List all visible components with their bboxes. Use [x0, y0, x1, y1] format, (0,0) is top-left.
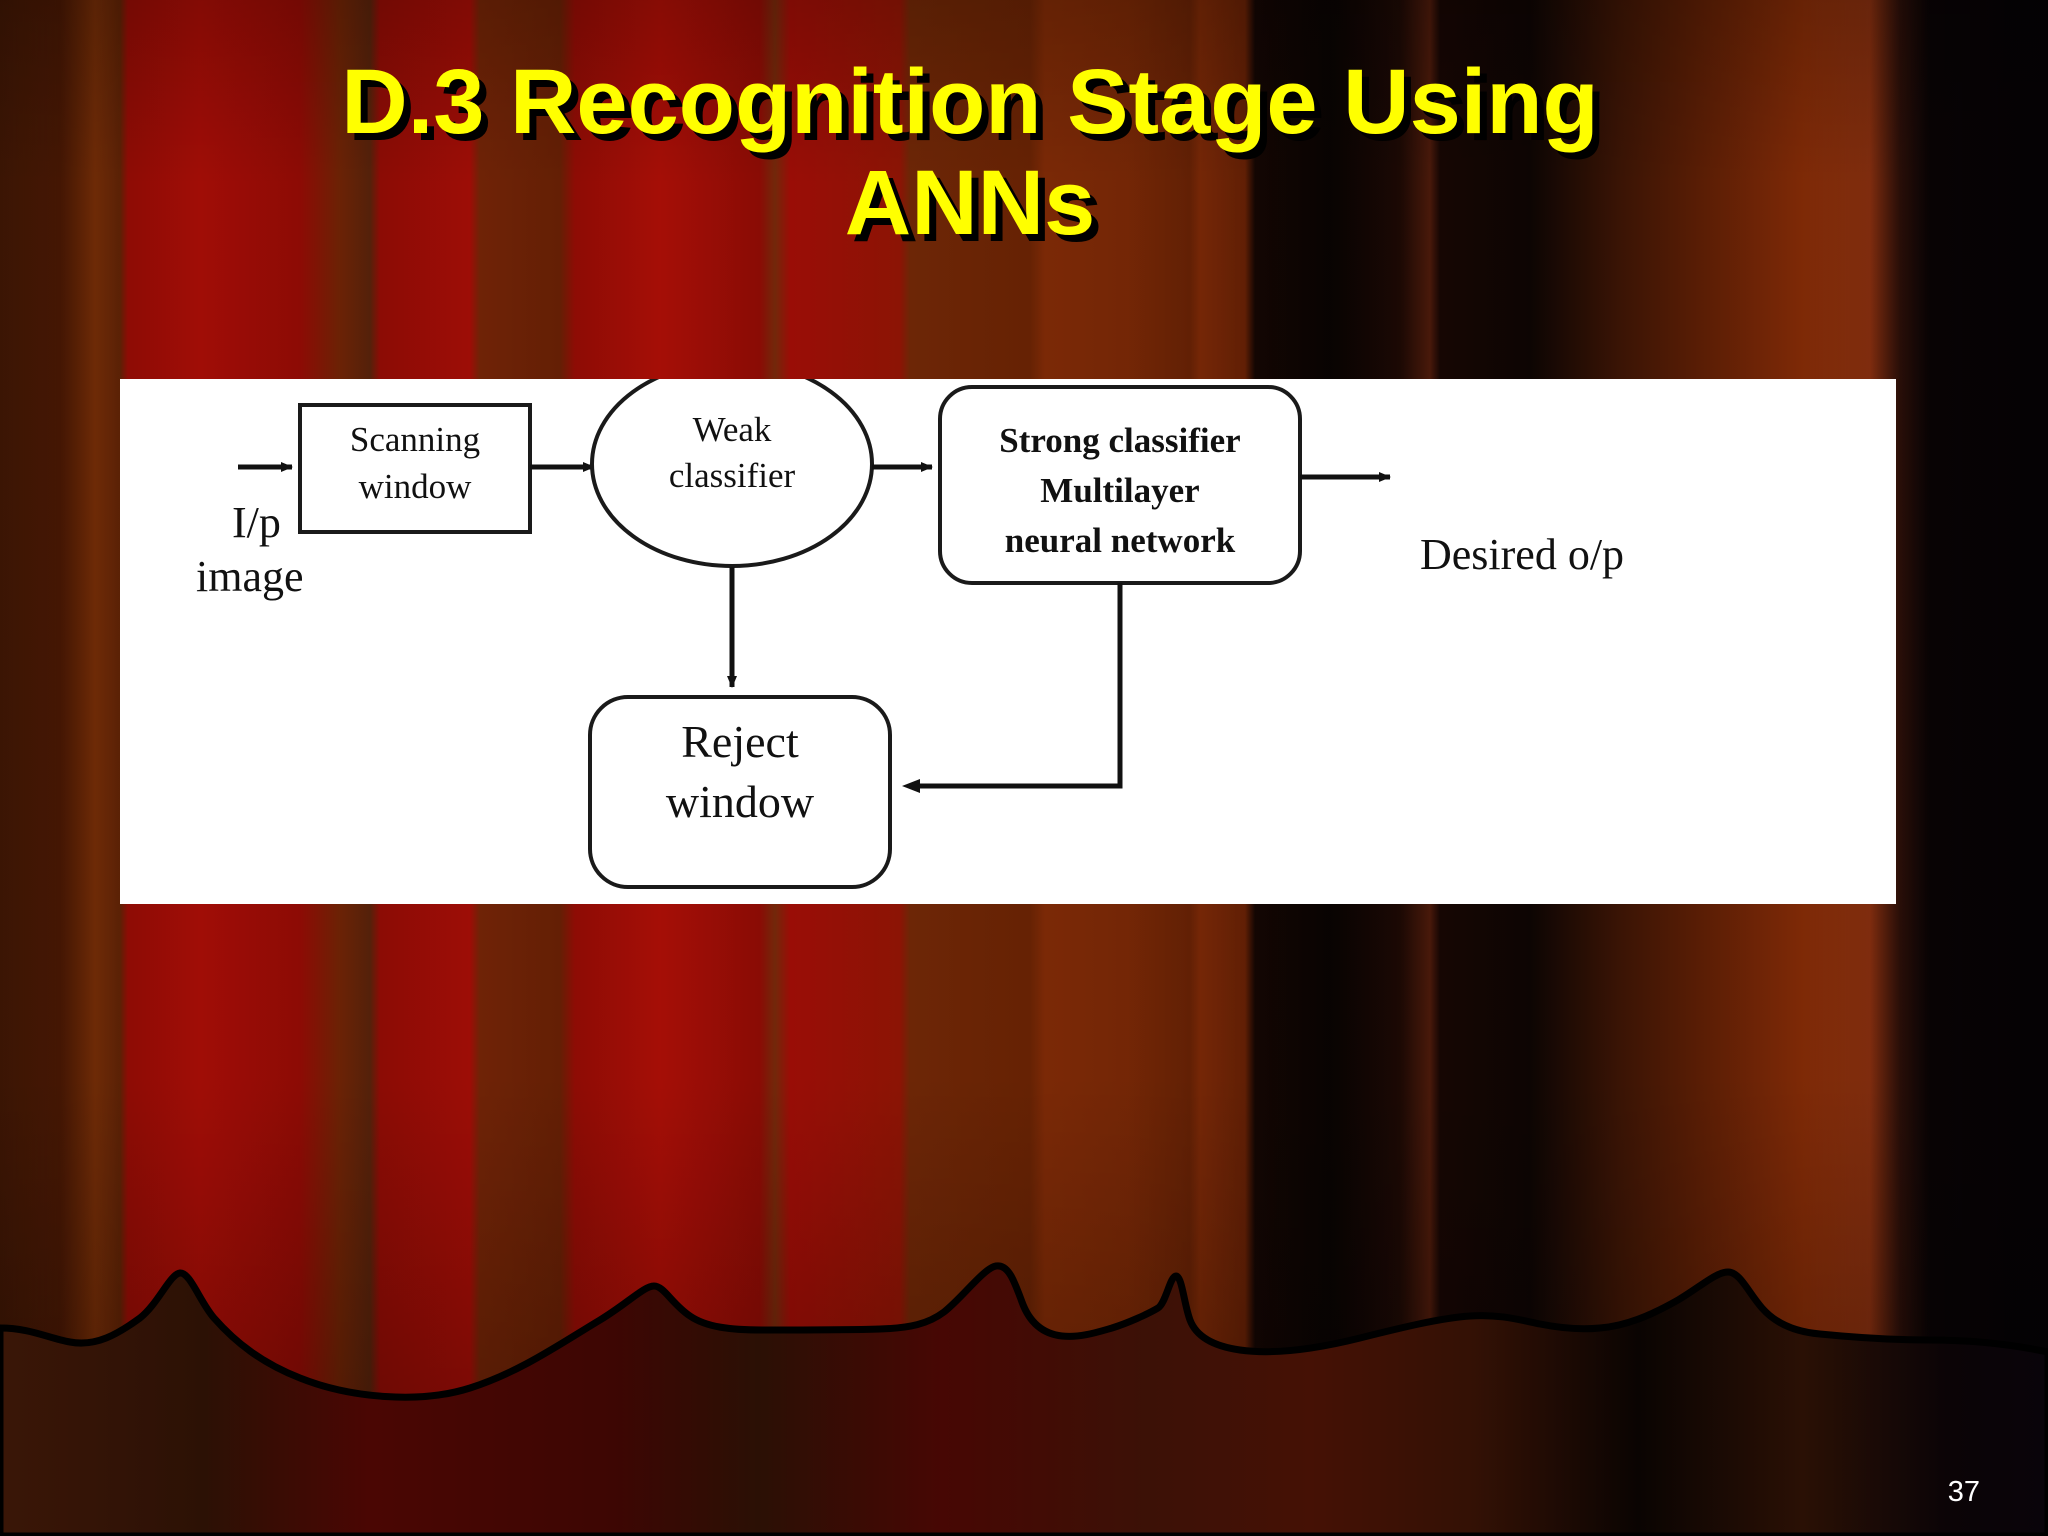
- weak-label-line2: classifier: [669, 456, 796, 495]
- node-reject-window: Reject window: [588, 695, 892, 889]
- node-scanning-window: Scanning window: [298, 403, 532, 534]
- strong-label-line1: Strong classifier: [999, 421, 1240, 460]
- node-weak-classifier: Weak classifier: [590, 379, 874, 568]
- reject-window-box: [588, 695, 892, 889]
- strong-label-line2: Multilayer: [1040, 471, 1199, 510]
- page-number: 37: [1947, 1476, 1980, 1508]
- reject-label-line1: Reject: [681, 716, 799, 767]
- weak-label-line1: Weak: [693, 410, 772, 449]
- input-label-line1: I/p: [232, 498, 281, 547]
- reject-label-line2: window: [666, 776, 815, 827]
- flowchart-diagram: I/p image Scanning window Weak classifie…: [196, 379, 1624, 889]
- output-label: Desired o/p: [1420, 530, 1624, 579]
- scanning-label-line2: window: [359, 467, 473, 506]
- node-strong-classifier: Strong classifier Multilayer neural netw…: [938, 385, 1302, 585]
- slide-title: D.3 Recognition Stage Using ANNs: [341, 51, 1599, 255]
- node-input-image: I/p image: [196, 498, 304, 601]
- feedback-arrowhead: [902, 779, 920, 793]
- edge-strong-to-reject: [902, 583, 1123, 793]
- weak-classifier-ellipse: [590, 379, 874, 568]
- strong-label-line3: neural network: [1005, 521, 1236, 560]
- input-label-line2: image: [196, 552, 304, 601]
- scanning-window-box: [298, 403, 532, 534]
- diagram-panel: I/p image Scanning window Weak classifie…: [120, 379, 1896, 904]
- scanning-label-line1: Scanning: [350, 420, 480, 459]
